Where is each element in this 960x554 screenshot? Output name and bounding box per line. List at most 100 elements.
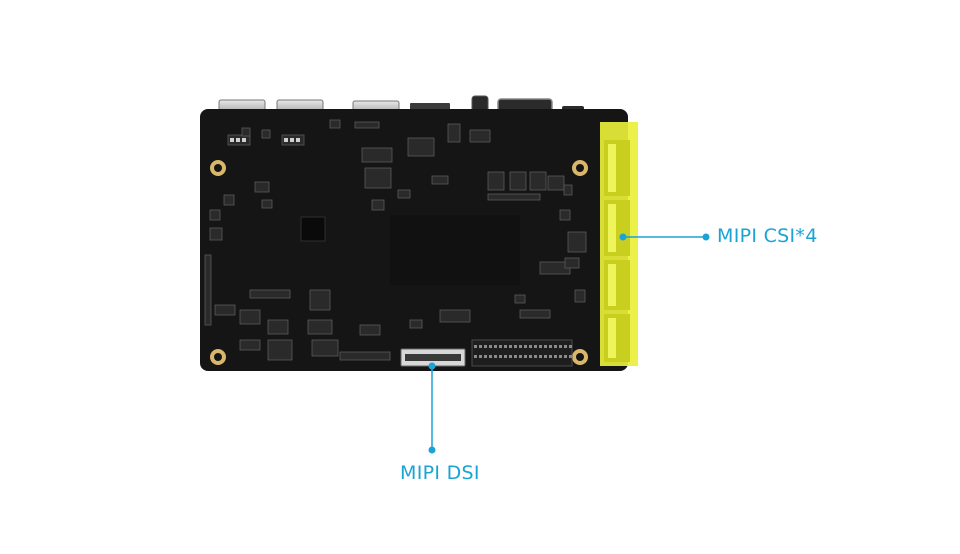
gpio-pin <box>529 355 532 358</box>
smd-component <box>309 289 331 311</box>
smd-component <box>509 171 527 191</box>
gpio-pin <box>479 345 482 348</box>
smd-component <box>209 227 223 241</box>
gpio-pin <box>549 345 552 348</box>
smd-component <box>547 175 565 191</box>
gpio-pin <box>539 355 542 358</box>
gpio-pin <box>529 345 532 348</box>
smd-component <box>407 137 435 157</box>
gpio-pin <box>544 355 547 358</box>
csi-connector <box>604 140 630 196</box>
pin-pad <box>236 138 240 142</box>
gpio-pin <box>514 345 517 348</box>
pin-pad <box>284 138 288 142</box>
gpio-pin <box>509 345 512 348</box>
gpio-pin <box>544 345 547 348</box>
mounting-holes <box>210 160 588 365</box>
gpio-pin <box>519 345 522 348</box>
csi-connector <box>604 314 630 362</box>
smd-component <box>567 231 587 253</box>
smd-component <box>214 304 236 316</box>
smd-component <box>261 199 273 209</box>
smd-component <box>564 257 580 269</box>
gpio-pin <box>474 345 477 348</box>
smd-component <box>563 184 573 196</box>
gpio-pin <box>524 345 527 348</box>
smd-component <box>409 319 423 329</box>
smd-component <box>204 254 212 326</box>
gpio-pin <box>564 355 567 358</box>
smd-component <box>371 199 385 211</box>
mipi-csi-connectors <box>600 122 638 366</box>
smd-component <box>239 339 261 351</box>
callout-dot <box>428 446 436 454</box>
smd-component <box>397 189 411 199</box>
gpio-pin <box>489 355 492 358</box>
gpio-pin <box>524 355 527 358</box>
smd-component <box>447 123 461 143</box>
smd-component <box>431 175 449 185</box>
callout-dot <box>702 233 710 241</box>
gpio-pin <box>569 355 572 358</box>
gpio-pin <box>514 355 517 358</box>
smd-component <box>361 147 393 163</box>
mipi-dsi-label: MIPI DSI <box>400 462 480 484</box>
gpio-pin <box>494 355 497 358</box>
pin-pad <box>242 138 246 142</box>
smd-component <box>364 167 392 189</box>
gpio-header <box>471 339 573 367</box>
gpio-pin <box>504 355 507 358</box>
gpio-pin <box>549 355 552 358</box>
smd-component <box>209 209 221 221</box>
smd-component <box>261 129 271 139</box>
gpio-pin <box>569 345 572 348</box>
smd-component <box>339 351 391 361</box>
smd-component <box>241 127 251 137</box>
smd-component <box>223 194 235 206</box>
gpio-pin <box>509 355 512 358</box>
smd-components <box>204 119 587 361</box>
smd-component <box>307 319 333 335</box>
csi-connector <box>604 200 630 256</box>
soc-chip <box>300 216 326 242</box>
smd-component <box>519 309 551 319</box>
smd-component <box>311 339 339 357</box>
smd-component <box>469 129 491 143</box>
gpio-pin <box>559 345 562 348</box>
smd-component <box>329 119 341 129</box>
csi-connector <box>604 260 630 310</box>
mipi-csi-label: MIPI CSI*4 <box>717 225 818 247</box>
gpio-pin <box>504 345 507 348</box>
pin-pad <box>230 138 234 142</box>
smd-component <box>487 171 505 191</box>
gpio-pin <box>474 355 477 358</box>
smd-component <box>439 309 471 323</box>
smd-component <box>574 289 586 303</box>
gpio-pin <box>494 345 497 348</box>
gpio-pin <box>564 345 567 348</box>
smd-component <box>254 181 270 193</box>
gpio-pin <box>519 355 522 358</box>
gpio-pin <box>484 355 487 358</box>
gpio-pin <box>484 345 487 348</box>
gpio-pin <box>539 345 542 348</box>
callout-dsi <box>428 362 436 454</box>
gpio-housing <box>471 339 573 367</box>
smd-component <box>359 324 381 336</box>
pin-pad <box>290 138 294 142</box>
smd-component <box>514 294 526 304</box>
gpio-pin <box>534 355 537 358</box>
smd-component <box>559 209 571 221</box>
pin-pad <box>296 138 300 142</box>
smd-component <box>249 289 291 299</box>
gpio-pin <box>499 355 502 358</box>
gpio-pin <box>489 345 492 348</box>
smd-component <box>267 339 293 361</box>
smd-component <box>529 171 547 191</box>
gpio-pin <box>479 355 482 358</box>
chip-area <box>390 215 520 285</box>
gpio-pin <box>559 355 562 358</box>
smd-component <box>487 193 541 201</box>
